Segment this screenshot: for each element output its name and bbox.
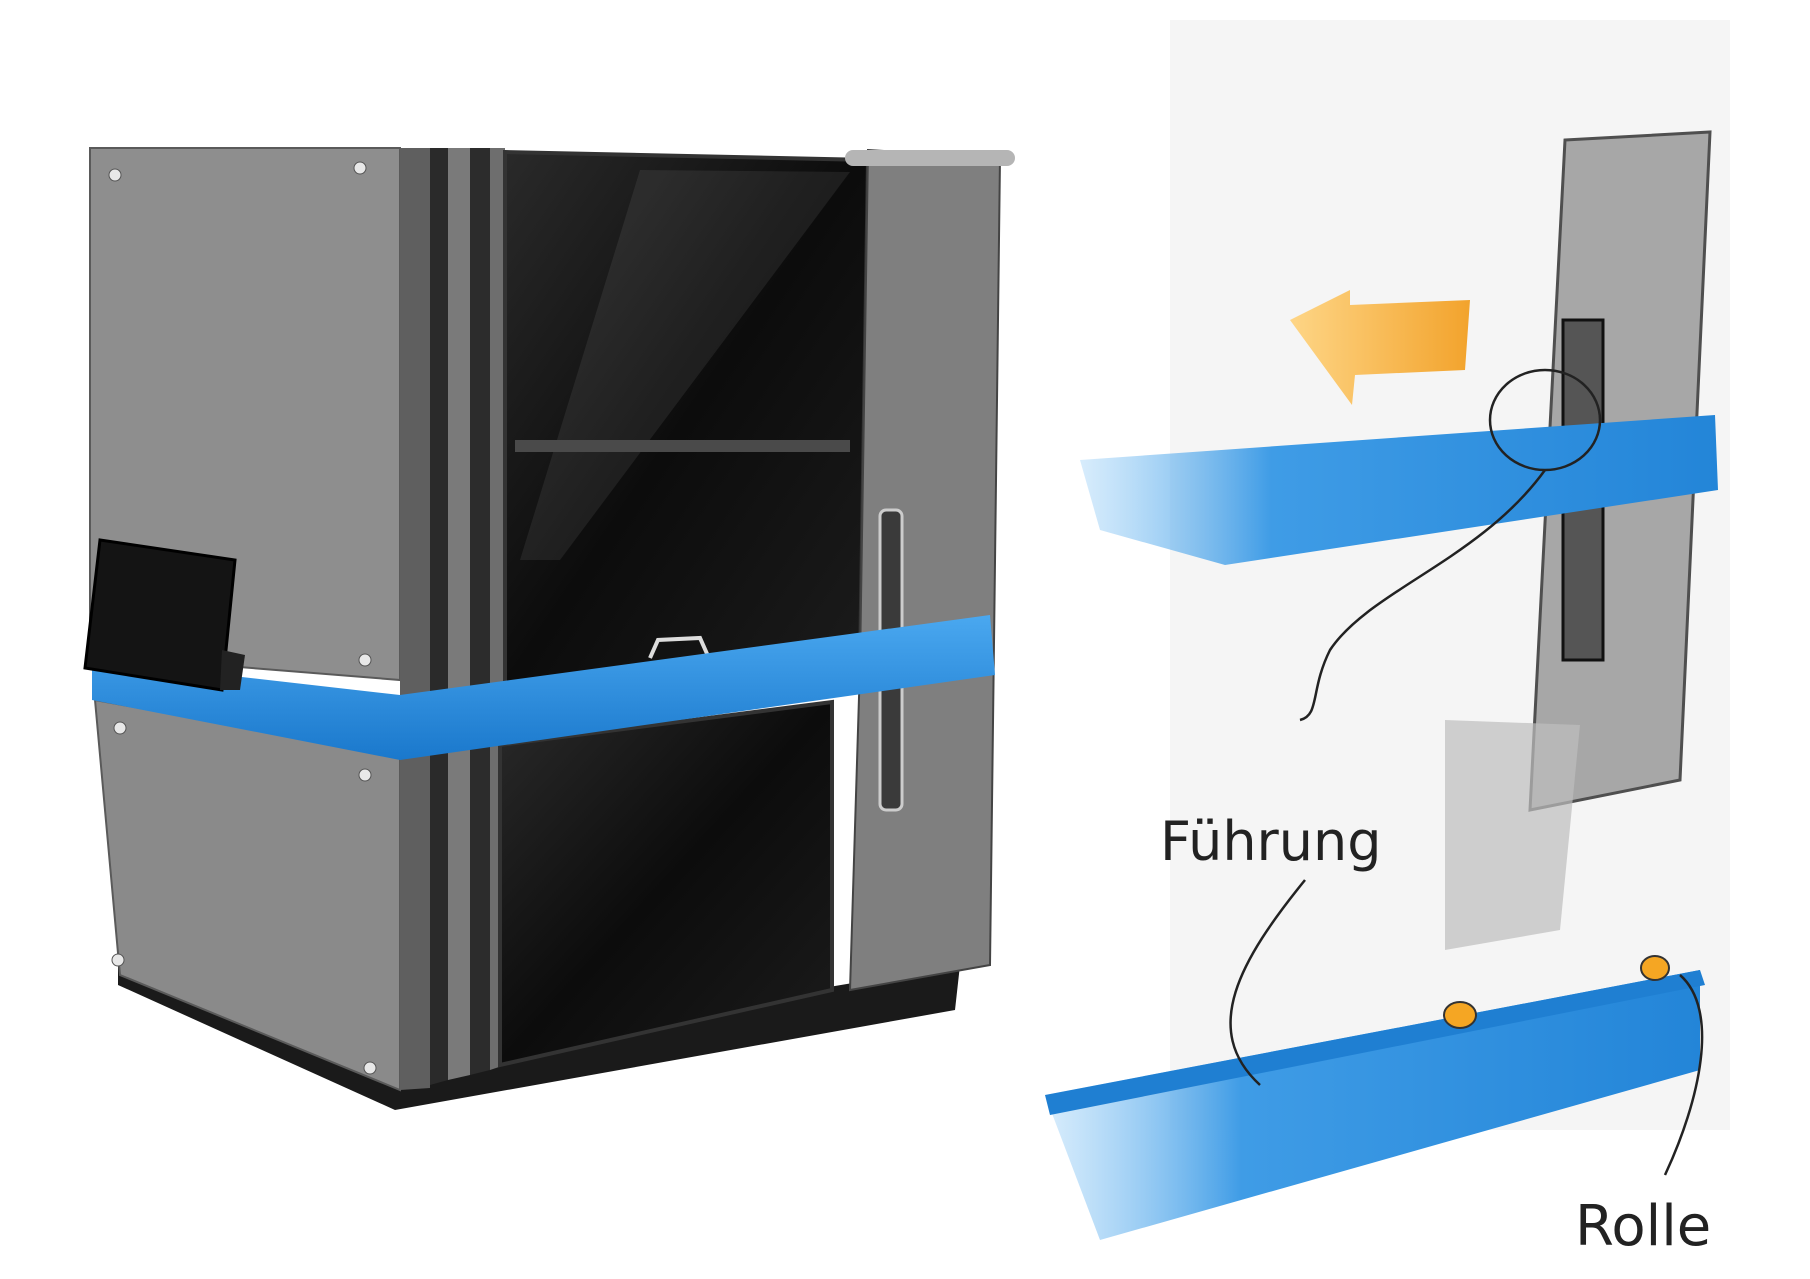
cabinet-render: [83, 147, 1015, 1110]
guide-arrow: [1229, 879, 1306, 1086]
roller-left: [1443, 1001, 1477, 1029]
right-side-panel: [848, 148, 1002, 992]
rail-lip: [1045, 970, 1705, 1115]
top-cap: [845, 150, 1015, 166]
upper-guide-rail: [1080, 415, 1718, 565]
cabinet-base: [118, 955, 960, 1110]
shelf-rod: [515, 440, 850, 452]
control-tablet: [83, 538, 237, 692]
guide-label: Führung: [1160, 810, 1381, 873]
lower-glass-door: [498, 699, 834, 1068]
drawer-pull: [648, 635, 710, 659]
roller-arrow: [1663, 974, 1704, 1176]
callout-line: [1299, 469, 1547, 722]
blue-bumper-band: [92, 615, 995, 760]
lower-guide-rail: [1045, 970, 1700, 1240]
orange-slide-arrow: [1290, 290, 1470, 405]
lower-door-leg: [1445, 720, 1580, 950]
roller-right: [1640, 955, 1670, 981]
glass-reflection: [520, 170, 850, 560]
tablet-stand: [220, 650, 245, 690]
detail-sketches: Führung Rolle: [1045, 20, 1730, 1259]
roller-label: Rolle: [1575, 1194, 1711, 1259]
vertical-columns: [400, 148, 505, 1090]
